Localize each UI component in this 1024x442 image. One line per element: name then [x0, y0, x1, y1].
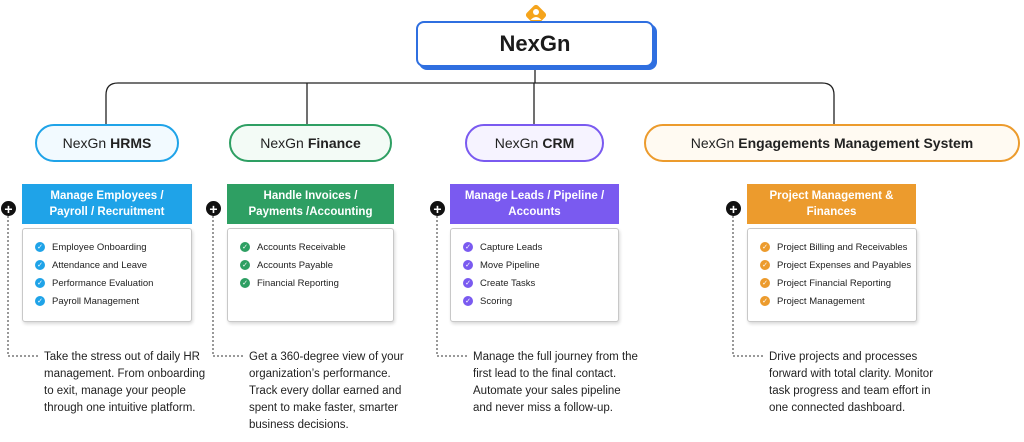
- item-label: Capture Leads: [480, 241, 543, 253]
- heading-line: Manage Employees /: [50, 190, 164, 202]
- plus-circle-icon[interactable]: +: [726, 201, 741, 216]
- plus-circle-icon[interactable]: +: [1, 201, 16, 216]
- crm-heading: Manage Leads / Pipeline / Accounts: [450, 184, 619, 224]
- check-circle-icon: ✓: [760, 278, 770, 288]
- list-item: ✓ Capture Leads: [463, 238, 618, 256]
- category-name: Finance: [307, 135, 361, 151]
- check-circle-icon: ✓: [35, 296, 45, 306]
- plus-circle-icon[interactable]: +: [206, 201, 221, 216]
- heading-line: Manage Leads / Pipeline /: [464, 190, 605, 202]
- item-label: Accounts Payable: [257, 259, 334, 271]
- check-circle-icon: ✓: [463, 296, 473, 306]
- ems-description: Drive projects and processes forward wit…: [769, 351, 934, 414]
- root-node: NexGn: [416, 21, 654, 67]
- list-item: ✓ Employee Onboarding: [35, 238, 191, 256]
- category-name: Engagements Management System: [738, 135, 974, 151]
- ems-feature-list: ✓ Project Billing and Receivables ✓ Projec…: [747, 228, 917, 322]
- list-item: ✓ Financial Reporting: [240, 274, 393, 292]
- item-label: Performance Evaluation: [52, 277, 154, 289]
- check-circle-icon: ✓: [760, 296, 770, 306]
- category-prefix: NexGn: [260, 135, 304, 151]
- list-item: ✓ Project Management: [760, 292, 916, 310]
- heading-line: Accounts: [508, 206, 561, 218]
- ems-heading: Project Management & Finances: [747, 184, 916, 224]
- check-circle-icon: ✓: [240, 260, 250, 270]
- check-circle-icon: ✓: [240, 278, 250, 288]
- heading-line: Payroll / Recruitment: [49, 206, 165, 218]
- list-item: ✓ Scoring: [463, 292, 618, 310]
- item-label: Payroll Management: [52, 295, 140, 307]
- category-prefix: NexGn: [62, 135, 107, 151]
- category-prefix: NexGn: [494, 135, 539, 151]
- list-item: ✓ Payroll Management: [35, 292, 191, 310]
- check-circle-icon: ✓: [240, 242, 250, 252]
- category-name: CRM: [542, 135, 575, 151]
- hrms-feature-list: ✓ Employee Onboarding ✓ Attendance and Lea…: [22, 228, 192, 322]
- category-prefix: NexGn: [690, 135, 735, 151]
- hrms-description: Take the stress out of daily HR manageme…: [44, 351, 206, 414]
- category-name: HRMS: [110, 135, 152, 151]
- heading-line: Payments /Accounting: [248, 206, 373, 218]
- plus-circle-icon[interactable]: +: [430, 201, 445, 216]
- check-circle-icon: ✓: [35, 278, 45, 288]
- user-diamond-icon: [525, 4, 547, 26]
- check-circle-icon: ✓: [463, 278, 473, 288]
- list-item: ✓ Project Financial Reporting: [760, 274, 916, 292]
- item-label: Attendance and Leave: [52, 259, 148, 271]
- crm-feature-list: ✓ Capture Leads ✓ Move Pipeline ✓ Create Ta…: [450, 228, 619, 322]
- check-circle-icon: ✓: [760, 242, 770, 252]
- list-item: ✓ Create Tasks: [463, 274, 618, 292]
- check-circle-icon: ✓: [463, 242, 473, 252]
- list-item: ✓ Attendance and Leave: [35, 256, 191, 274]
- crm-description: Manage the full journey from the first l…: [473, 351, 638, 414]
- list-item: ✓ Accounts Receivable: [240, 238, 393, 256]
- item-label: Project Expenses and Payables: [777, 259, 912, 271]
- finance-heading: Handle Invoices / Payments /Accounting: [227, 184, 394, 224]
- item-label: Project Management: [777, 295, 865, 307]
- check-circle-icon: ✓: [760, 260, 770, 270]
- finance-description: Get a 360-degree view of your organizati…: [249, 351, 404, 431]
- finance-feature-list: ✓ Accounts Receivable ✓ Accounts Payable ✓…: [227, 228, 394, 322]
- check-circle-icon: ✓: [463, 260, 473, 270]
- item-label: Employee Onboarding: [52, 241, 147, 253]
- list-item: ✓ Performance Evaluation: [35, 274, 191, 292]
- heading-line: Project Management &: [769, 190, 894, 202]
- hrms-heading: Manage Employees / Payroll / Recruitment: [22, 184, 192, 224]
- check-circle-icon: ✓: [35, 242, 45, 252]
- list-item: ✓ Project Billing and Receivables: [760, 238, 916, 256]
- heading-line: Finances: [806, 206, 857, 218]
- item-label: Scoring: [480, 295, 513, 307]
- heading-line: Handle Invoices /: [263, 190, 358, 202]
- item-label: Move Pipeline: [480, 259, 540, 271]
- root-title: NexGn: [499, 31, 571, 56]
- item-label: Project Billing and Receivables: [777, 241, 908, 253]
- item-label: Project Financial Reporting: [777, 277, 892, 289]
- item-label: Create Tasks: [480, 277, 536, 289]
- item-label: Accounts Receivable: [257, 241, 346, 253]
- item-label: Financial Reporting: [257, 277, 339, 289]
- check-circle-icon: ✓: [35, 260, 45, 270]
- list-item: ✓ Move Pipeline: [463, 256, 618, 274]
- list-item: ✓ Accounts Payable: [240, 256, 393, 274]
- list-item: ✓ Project Expenses and Payables: [760, 256, 916, 274]
